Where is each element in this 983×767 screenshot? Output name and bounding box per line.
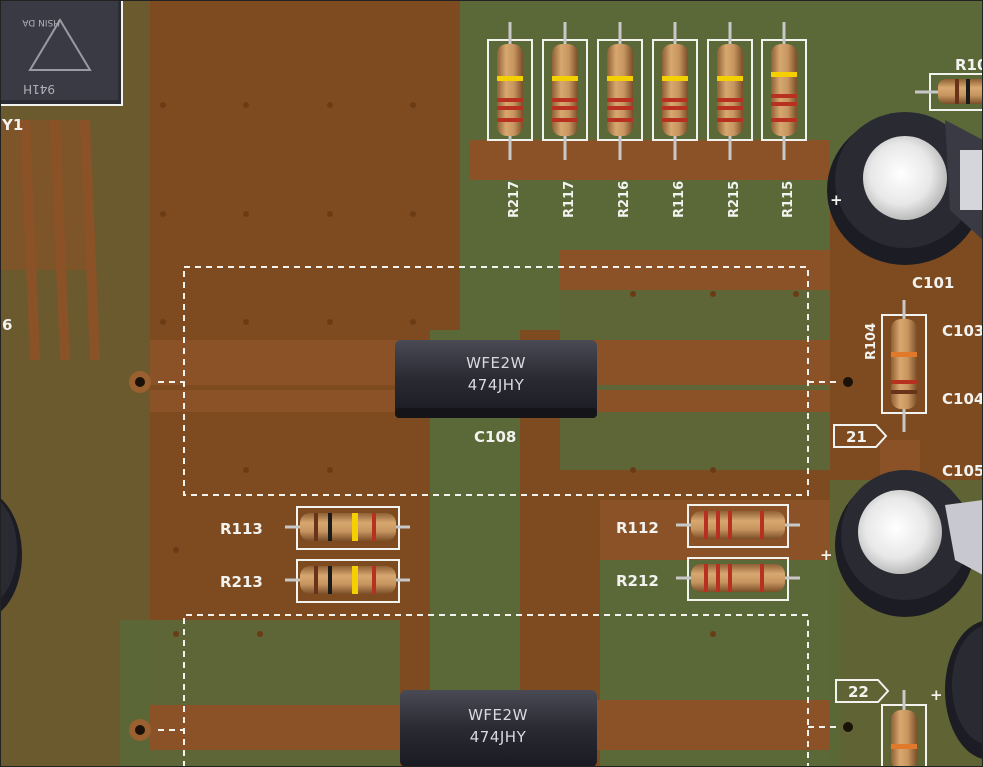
svg-text:21: 21: [846, 428, 867, 446]
svg-text:+: +: [930, 686, 943, 704]
dashed-outlines: [158, 266, 838, 767]
resistor-r216: [597, 22, 643, 160]
resistor-r10x: [915, 73, 983, 111]
vias: [129, 102, 853, 741]
copper-traces: [0, 120, 920, 750]
resistor-r104: [881, 300, 927, 432]
capacitor-bottom-right: +: [930, 620, 983, 760]
pad-marker-21: 21: [833, 424, 888, 448]
label-r217: R217: [507, 181, 522, 218]
label-r215: R215: [727, 181, 742, 218]
resistor-bottom-right: [881, 690, 927, 767]
label-r216: R216: [617, 181, 632, 218]
label-c108: C108: [474, 428, 516, 446]
film-capacitor-bottom: WFE2W 474JHY: [400, 690, 597, 767]
svg-text:22: 22: [848, 683, 869, 701]
film-capacitor-c108: WFE2W 474JHY: [395, 340, 597, 418]
label-c105: C105: [942, 462, 983, 480]
c108-marking-line2: 474JHY: [468, 376, 525, 394]
resistor-r213: [285, 559, 410, 603]
resistor-r113: [285, 506, 410, 550]
label-r116: R116: [672, 181, 687, 218]
resistor-row-top: [487, 22, 807, 160]
resistor-r115: [761, 22, 807, 160]
resistor-r215: [707, 22, 753, 160]
resistor-r217: [487, 22, 533, 160]
label-r212: R212: [616, 572, 659, 590]
resistor-r116: [652, 22, 698, 160]
label-r113: R113: [220, 520, 263, 538]
bottom-cap-marking-line1: WFE2W: [468, 706, 528, 724]
resistor-r117: [542, 22, 588, 160]
svg-text:HSIN DA: HSIN DA: [22, 17, 61, 27]
label-edge-6: 6: [2, 316, 12, 334]
label-y1: Y1: [1, 116, 23, 134]
label-r213: R213: [220, 573, 263, 591]
label-r115: R115: [781, 181, 796, 218]
label-r117: R117: [562, 181, 577, 218]
c108-marking-line1: WFE2W: [466, 354, 526, 372]
capacitor-left-edge: [0, 497, 22, 613]
capacitor-c105: +: [820, 470, 983, 617]
label-r104: R104: [864, 323, 879, 360]
svg-text:941H: 941H: [23, 82, 55, 96]
svg-text:+: +: [820, 546, 833, 564]
capacitor-c101: +: [827, 112, 983, 265]
label-c101: C101: [912, 274, 954, 292]
resistor-r212: [676, 557, 800, 601]
bottom-cap-marking-line2: 474JHY: [470, 728, 527, 746]
label-c104: C104: [942, 390, 983, 408]
label-c103: C103: [942, 322, 983, 340]
resistor-r112: [676, 504, 800, 548]
pad-marker-22: 22: [835, 679, 890, 703]
label-r10x: R10: [955, 56, 983, 74]
c101-plus: +: [830, 191, 843, 209]
label-r112: R112: [616, 519, 659, 537]
chip-y1: 941H HSIN DA: [0, 0, 123, 106]
